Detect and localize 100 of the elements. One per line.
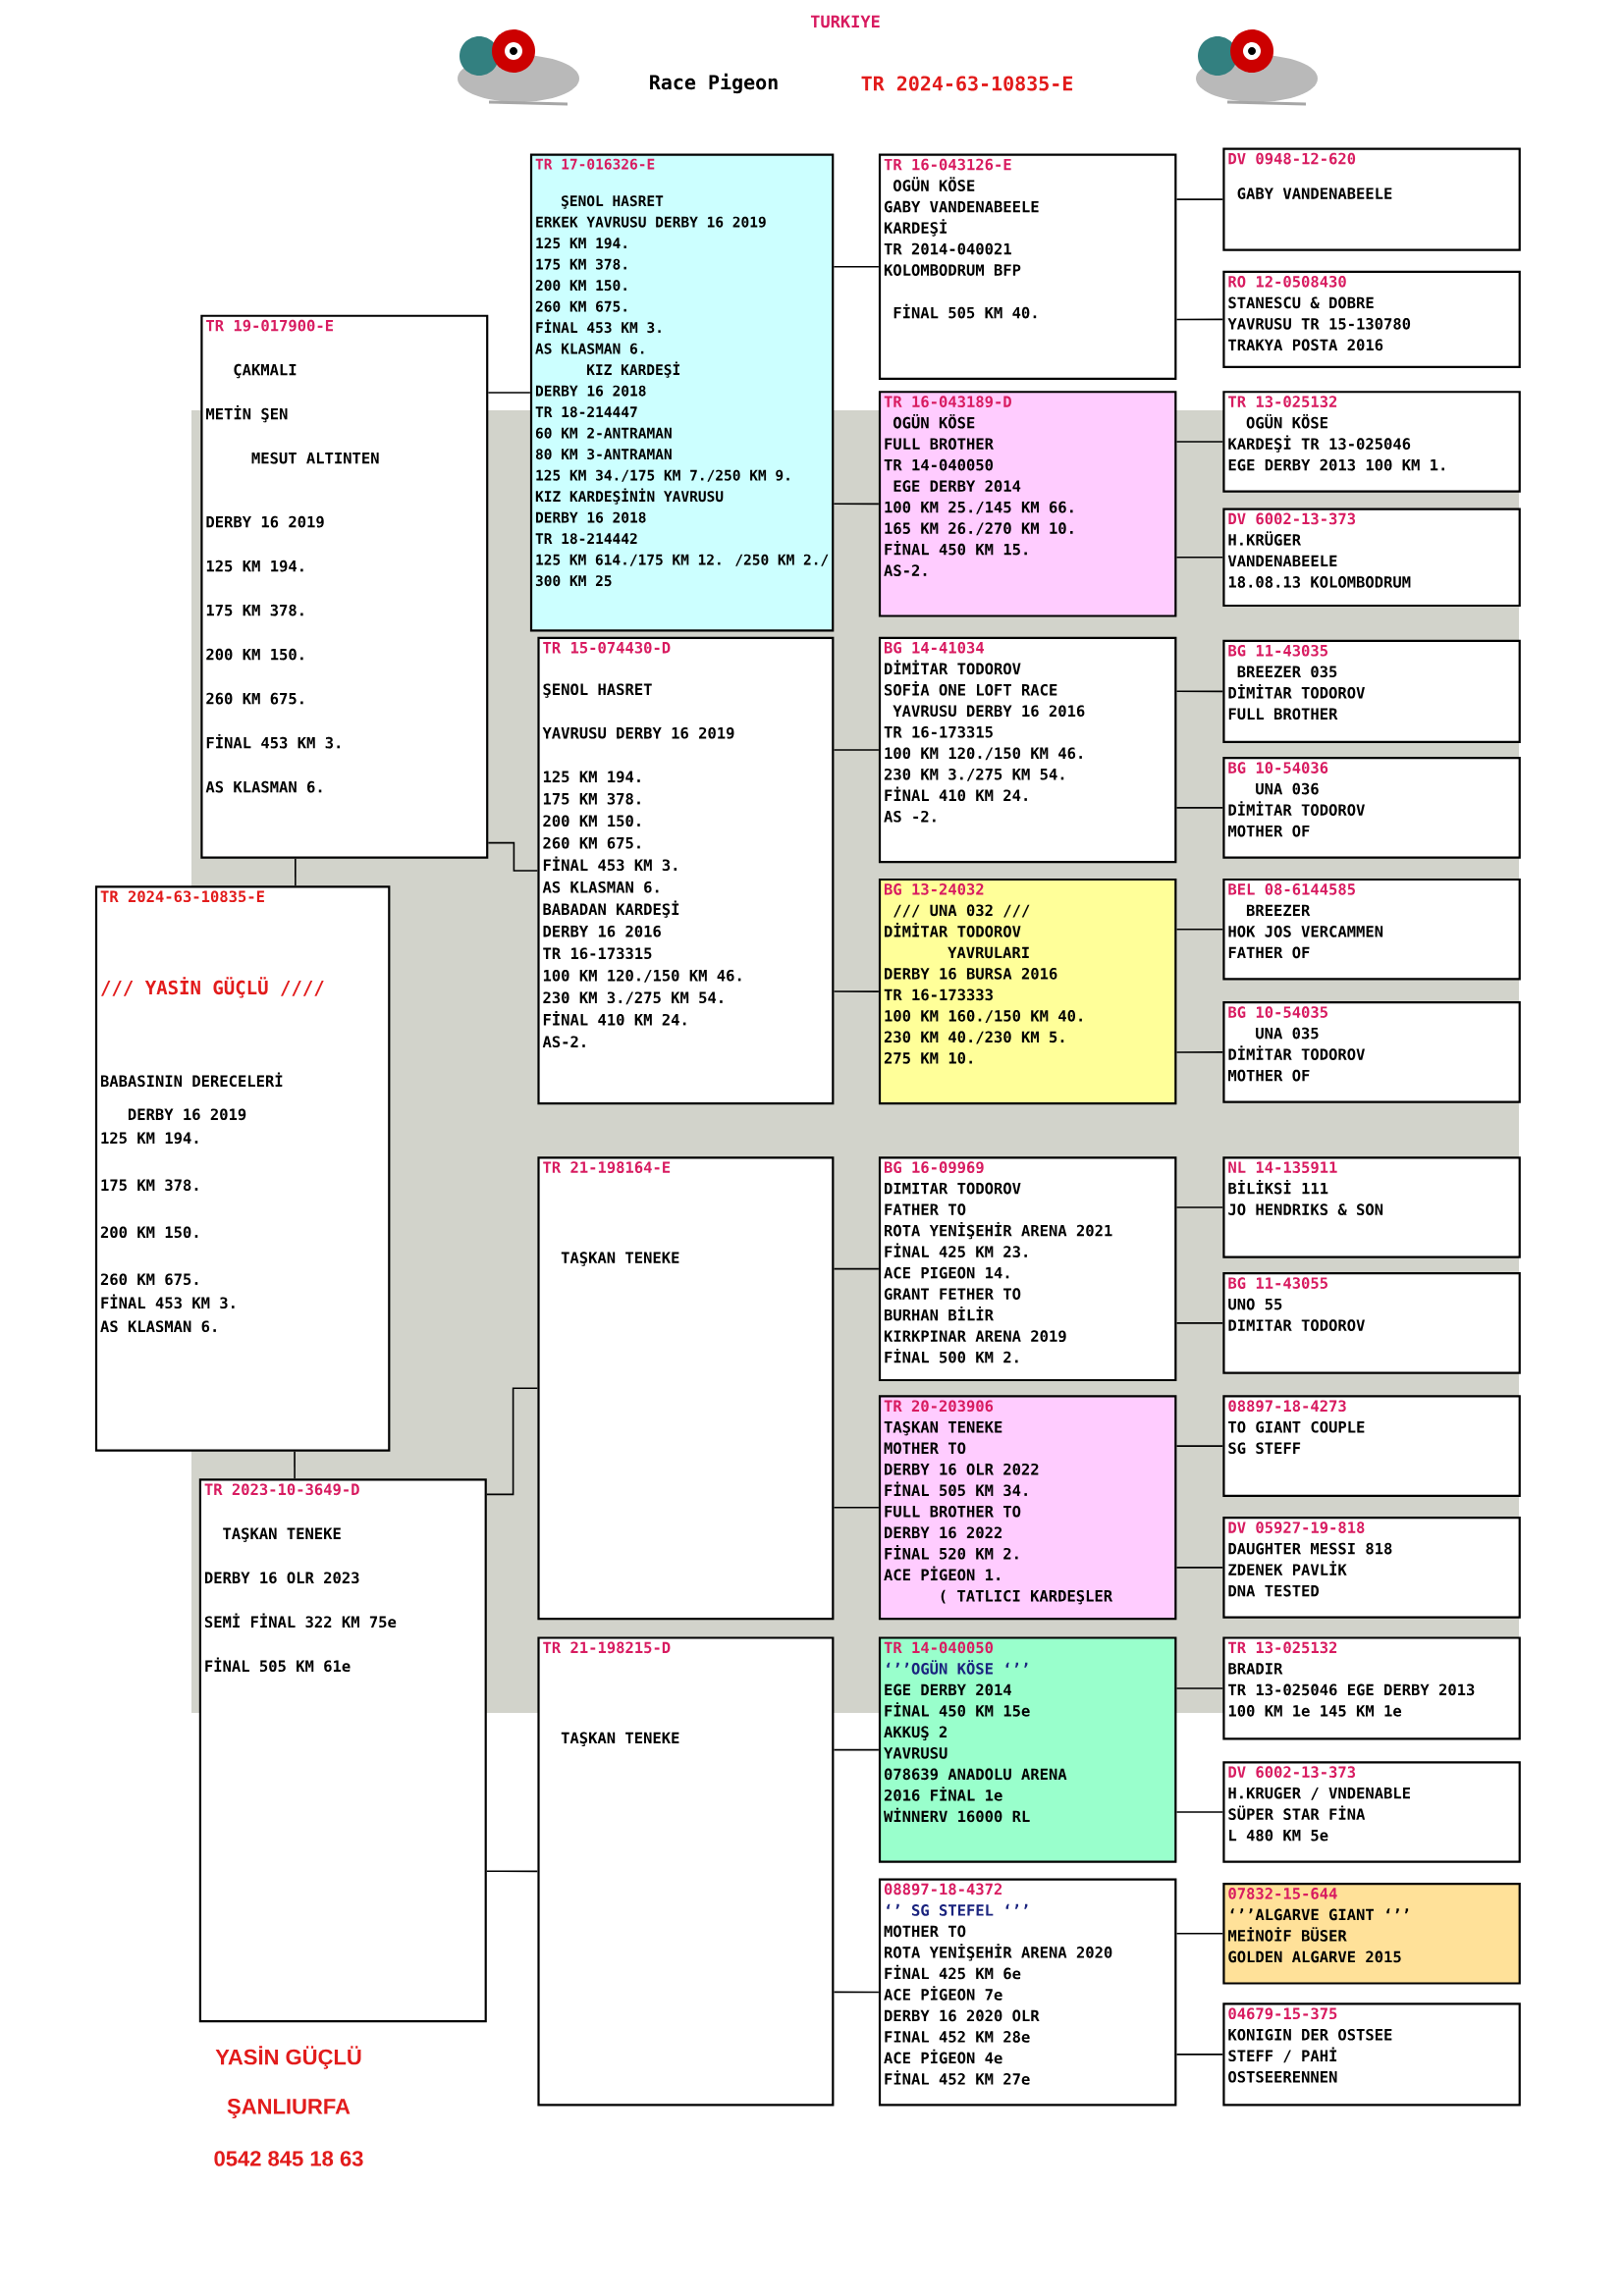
pedigree-text: 260 KM 675. [206, 692, 303, 705]
pedigree-box [1222, 1636, 1521, 1740]
pedigree-text: AS-2. [542, 1036, 585, 1048]
pedigree-text: MOTHER OF [1228, 1069, 1310, 1082]
pedigree-text: MOTHER OF [1228, 825, 1310, 837]
pedigree-text: FİNAL 453 KM 3. [101, 1294, 235, 1309]
connector-line [294, 1450, 296, 1480]
pedigree-text: BİLİKSİ 111 [1228, 1179, 1328, 1195]
pedigree-text: 200 KM 150. [100, 1226, 198, 1239]
pedigree-text: STANESCU & DOBRE [1228, 296, 1374, 309]
pedigree-text: BURHAN BİLİR [884, 1306, 994, 1321]
connector-line [295, 857, 297, 887]
pedigree-text: TR 2014-040021 [884, 242, 1011, 255]
ring-number: TR 2024-63-10835-E [861, 76, 1073, 91]
connector-line [833, 1267, 880, 1270]
ring-number: BG 11-43035 [1228, 644, 1327, 657]
connector-line [1175, 1322, 1224, 1324]
pedigree-text: DIMITAR TODOROV [1228, 1319, 1365, 1331]
connector-line [1175, 1687, 1224, 1689]
pedigree-text: OGÜN KÖSE [1246, 413, 1327, 429]
pedigree-text: BREEZER [1246, 904, 1311, 916]
pedigree-box [1222, 1517, 1521, 1619]
pedigree-text: FİNAL 450 KM 15e [885, 1702, 1030, 1717]
connector-line [486, 1870, 539, 1873]
heading-text: Race Pigeon [650, 73, 778, 94]
pedigree-box [537, 636, 835, 1105]
ring-number: TR 13-025132 [1228, 1641, 1337, 1654]
pedigree-text: DERBY 16 OLR 2022 [885, 1463, 1039, 1475]
pedigree-text: 175 KM 378. [536, 258, 626, 270]
pedigree-text: YAVRUSU [884, 1747, 947, 1759]
pedigree-box [1222, 270, 1521, 368]
pedigree-text: 260 KM 675. [535, 300, 626, 312]
pedigree-text: 125 KM 194. [536, 238, 626, 249]
pedigree-box [1222, 391, 1521, 493]
pedigree-text: UNO 55 [1228, 1298, 1282, 1310]
ring-number: TR 21-198215-D [543, 1641, 671, 1654]
pedigree-text: DİMİTAR TODOROV [1228, 1045, 1365, 1060]
pedigree-text: ÇAKMALI [234, 363, 297, 379]
pedigree-text: SÜPER STAR FİNA [1228, 1805, 1366, 1820]
connector-line [1175, 690, 1224, 693]
pedigree-text: AKKUŞ 2 [884, 1726, 947, 1740]
pedigree-text: TAŞKAN TENEKE [561, 1732, 679, 1746]
pedigree-text: EGE DERBY 2014 [893, 480, 1021, 492]
pedigree-box [1222, 2002, 1521, 2107]
pedigree-text: FİNAL 453 KM 3. [536, 319, 661, 334]
pedigree-text: BABASININ DERECELERİ [100, 1072, 283, 1088]
pedigree-text: TAŞKAN TENEKE [884, 1420, 1002, 1436]
pedigree-text: VANDENABEELE [1227, 555, 1337, 567]
pedigree-text: MESUT ALTINTEN [251, 452, 379, 464]
pedigree-text: FİNAL 453 KM 3. [543, 856, 677, 872]
pedigree-text: FİNAL 410 KM 24. [885, 786, 1027, 802]
ring-number: TR 15-074430-D [543, 641, 671, 654]
pedigree-text: SOFİA ONE LOFT RACE [885, 681, 1057, 696]
pedigree-text: TAŞKAN TENEKE [223, 1527, 341, 1542]
connector-line [487, 392, 531, 394]
pedigree-text: FİNAL 505 KM 34. [885, 1481, 1027, 1497]
pedigree-text: ZDENEK PAVLİK [1228, 1561, 1347, 1575]
pedigree-text: TR 16-173315 [543, 947, 652, 960]
pedigree-box [878, 391, 1177, 617]
pedigree-text: 200 KM 150. [535, 280, 626, 292]
pedigree-text: ŞENOL HASRET [562, 195, 664, 209]
connector-line [1175, 1567, 1224, 1569]
pedigree-text: YAVRUSU TR 15-130780 [1227, 318, 1411, 330]
pedigree-text: 260 KM 675. [543, 836, 640, 849]
ring-number: TR 16-043189-D [884, 396, 1011, 408]
pedigree-text: JO HENDRIKS & SON [1228, 1203, 1383, 1215]
pedigree-text: 2016 FİNAL 1e [884, 1787, 1002, 1801]
pedigree-text: 18.08.13 KOLOMBODRUM [1228, 576, 1411, 588]
pedigree-text: FATHER OF [1228, 946, 1310, 959]
ring-number: TR 16-043126-E [884, 158, 1011, 171]
ring-number: TR 20-203906 [884, 1400, 994, 1413]
pedigree-text: 100 KM 120./150 KM 46. [885, 747, 1082, 761]
pedigree-text: TRAKYA POSTA 2016 [1228, 339, 1383, 351]
pedigree-text: TR 14-040050 [884, 458, 994, 471]
pedigree-text: FİNAL 505 KM 61e [205, 1657, 351, 1673]
pedigree-box [1222, 147, 1521, 251]
ring-number: TR 17-016326-E [535, 158, 655, 170]
pedigree-text: UNA 036 [1256, 782, 1319, 795]
connector-line [486, 1387, 539, 1496]
pedigree-text: EGE DERBY 2014 [885, 1683, 1011, 1696]
pedigree-text: DERBY 16 2018 [536, 385, 646, 397]
pedigree-text: H.KRÜGER [1228, 531, 1302, 546]
connector-line [833, 749, 880, 751]
pedigree-text: GRANT FETHER TO [884, 1288, 1021, 1300]
pedigree-text: L 480 KM 5e [1229, 1829, 1328, 1842]
ring-number: 08897-18-4372 [884, 1883, 1002, 1896]
pedigree-text: FULL BROTHER TO [885, 1505, 1021, 1518]
connector-line [833, 503, 880, 506]
pedigree-text: /// UNA 032 /// [893, 904, 1030, 918]
pedigree-text: DIMITAR TODOROV [885, 1182, 1021, 1195]
pedigree-text: DERBY 16 2018 [536, 511, 646, 523]
pedigree-text: DİMİTAR TODOROV [885, 660, 1021, 675]
pedigree-text: DAUGHTER MESSI 818 [1228, 1542, 1392, 1555]
pedigree-text: 100 KM 25./145 KM 66. [885, 501, 1073, 514]
pedigree-box [1222, 1272, 1521, 1374]
pedigree-text: H.KRUGER / VNDENABLE [1228, 1787, 1410, 1800]
ring-number: BG 11-43055 [1228, 1277, 1327, 1289]
pedigree-text: BRADIR [1228, 1663, 1283, 1675]
pedigree-box [1222, 1883, 1521, 1985]
pedigree-text: AS -2. [884, 810, 936, 823]
